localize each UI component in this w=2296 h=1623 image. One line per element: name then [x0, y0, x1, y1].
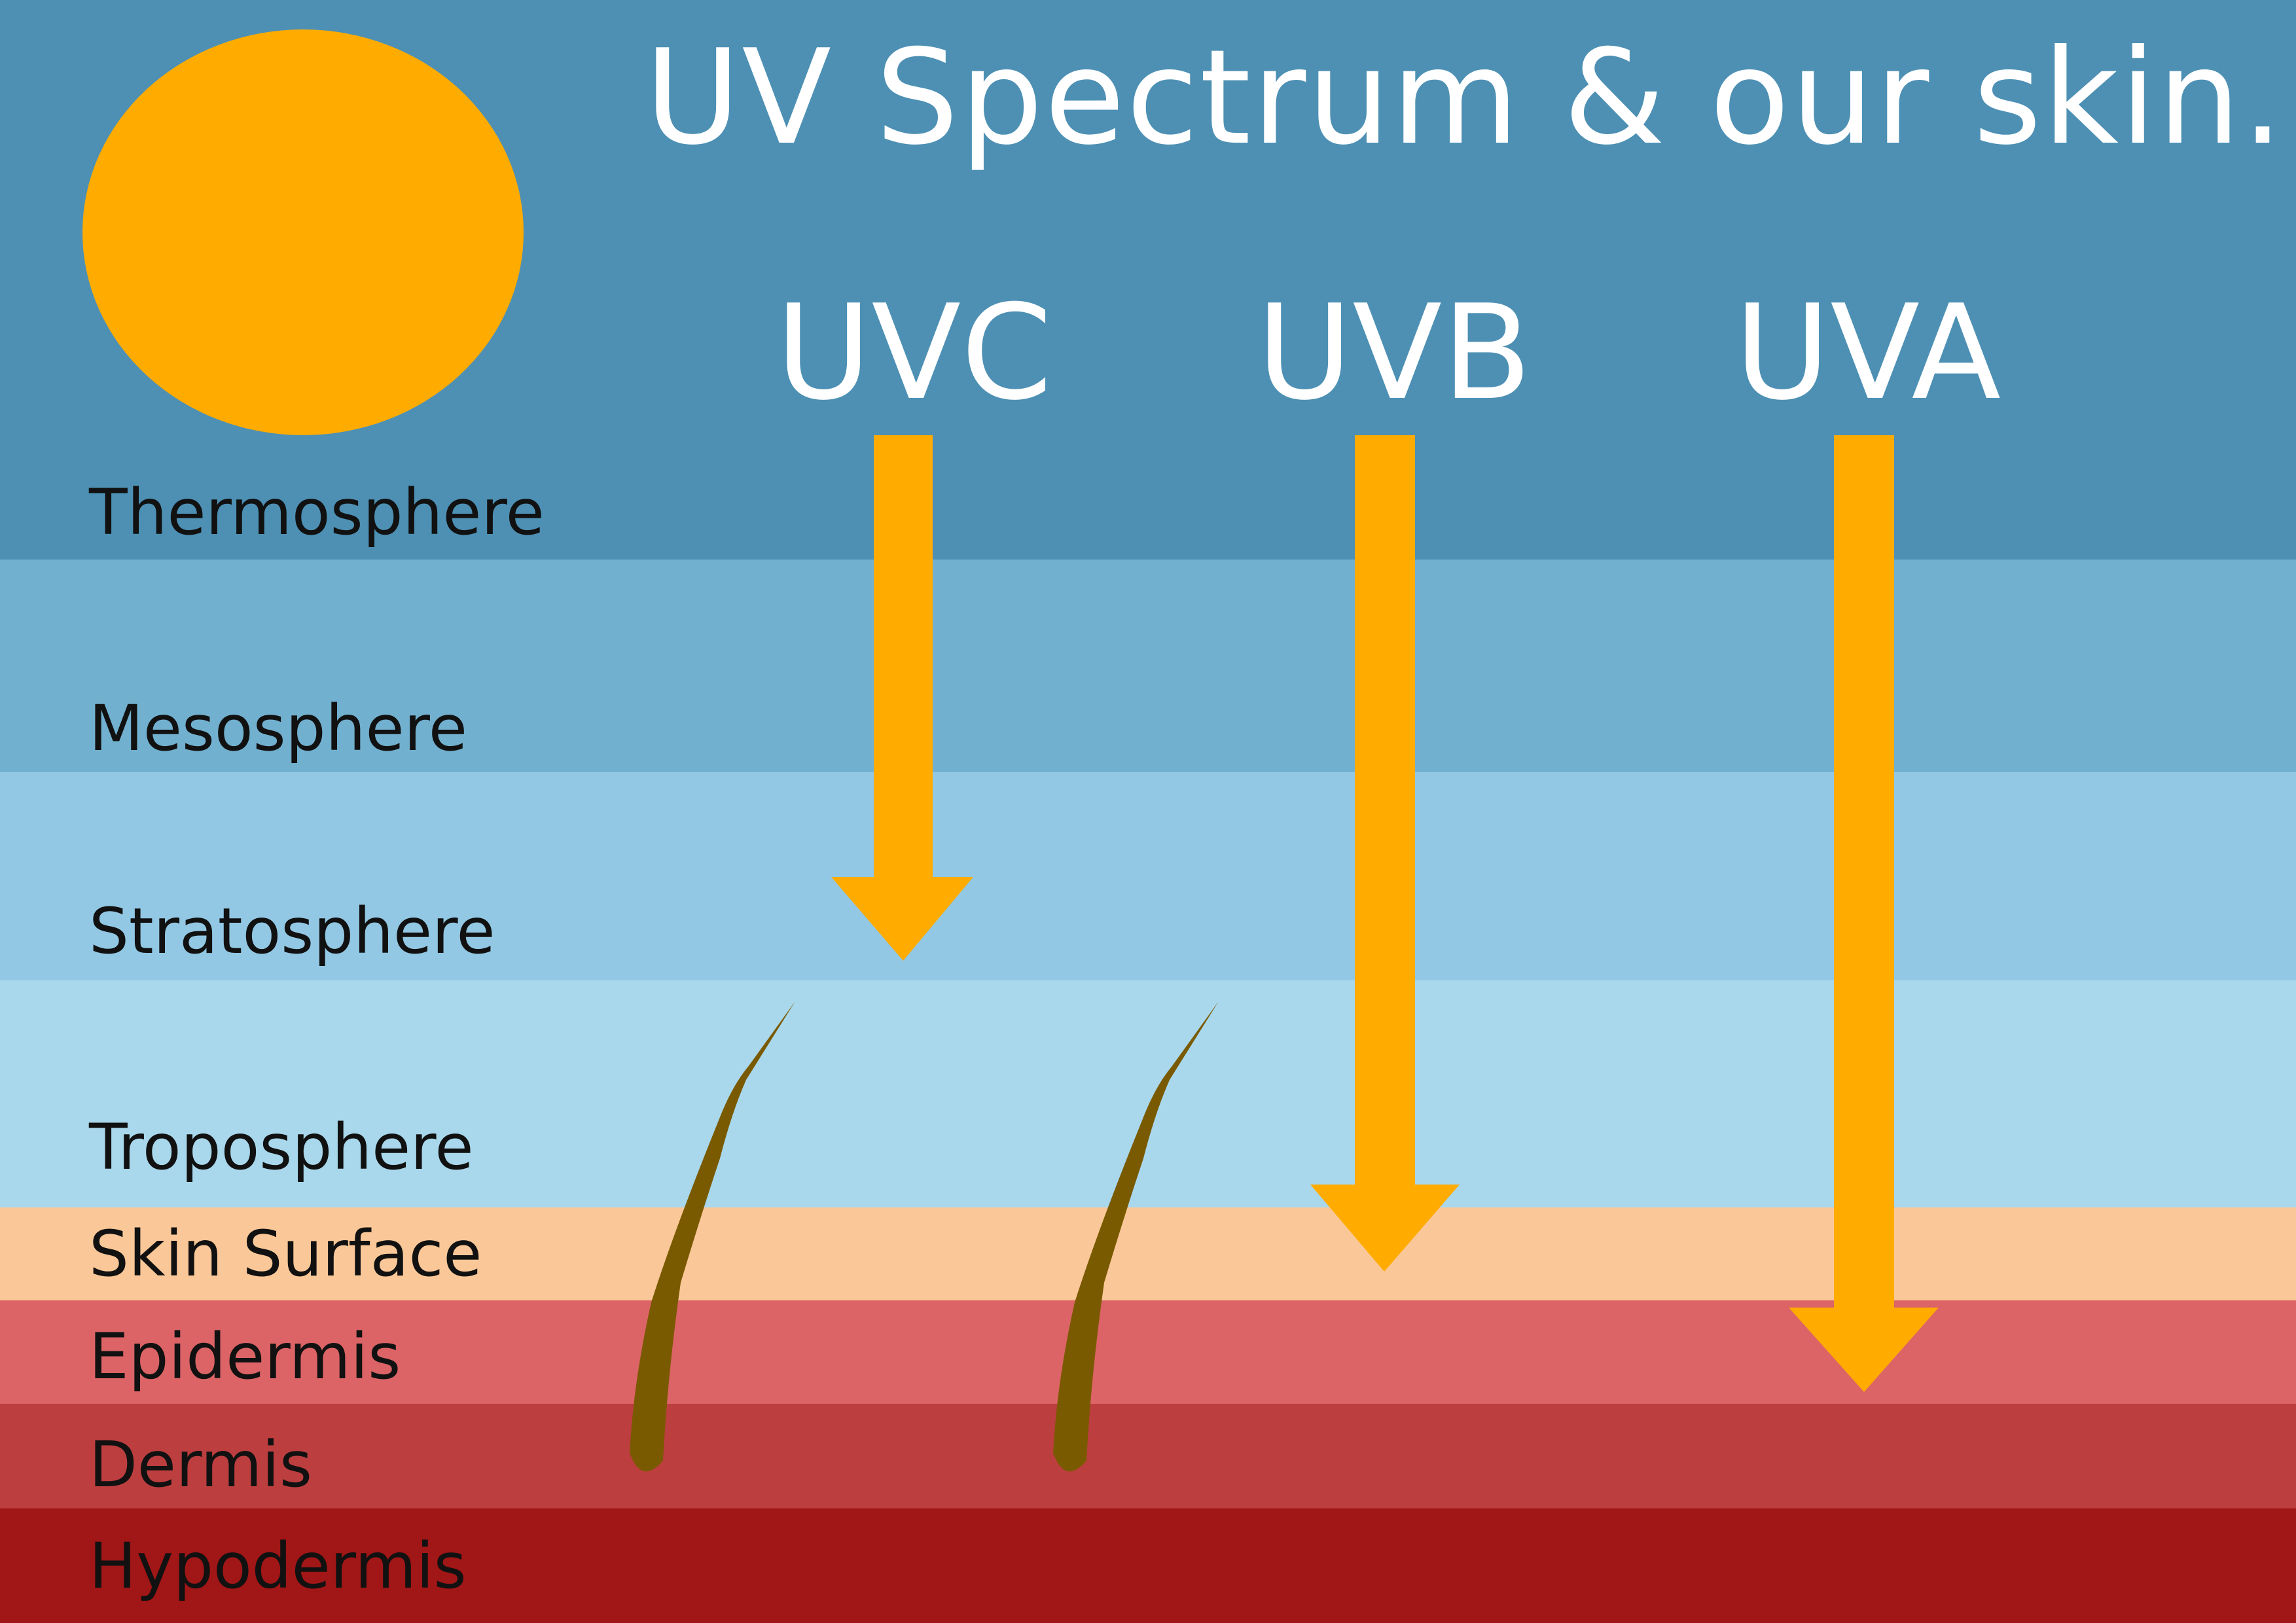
layer-label-epidermis: Epidermis — [89, 1320, 401, 1393]
layer-band-dermis — [0, 1404, 2296, 1508]
layer-label-mesosphere: Mesosphere — [89, 692, 467, 765]
layer-band-troposphere — [0, 980, 2296, 1207]
uvc-arrow — [831, 435, 973, 961]
hair-icon — [1053, 1001, 1219, 1472]
sun-icon — [82, 29, 524, 435]
hair-icon — [630, 1001, 795, 1472]
layer-label-stratosphere: Stratosphere — [89, 895, 495, 968]
layer-band-stratosphere — [0, 772, 2296, 980]
uvc-label: UVC — [776, 277, 1052, 429]
uvb-label: UVB — [1257, 277, 1532, 429]
layer-label-troposphere: Troposphere — [89, 1111, 474, 1184]
uva-label: UVA — [1734, 277, 2001, 429]
layer-band-hypodermis — [0, 1508, 2296, 1623]
layer-band-skin-surface — [0, 1207, 2296, 1300]
layer-label-skin-surface: Skin Surface — [89, 1217, 482, 1291]
uva-arrow — [1789, 435, 1939, 1392]
uvb-arrow — [1310, 435, 1460, 1272]
layer-label-hypodermis: Hypodermis — [89, 1529, 467, 1603]
layer-label-thermosphere: Thermosphere — [89, 476, 545, 549]
layer-band-mesosphere — [0, 560, 2296, 772]
layer-label-dermis: Dermis — [89, 1428, 312, 1501]
page-title: UV Spectrum & our skin... — [645, 22, 2296, 174]
